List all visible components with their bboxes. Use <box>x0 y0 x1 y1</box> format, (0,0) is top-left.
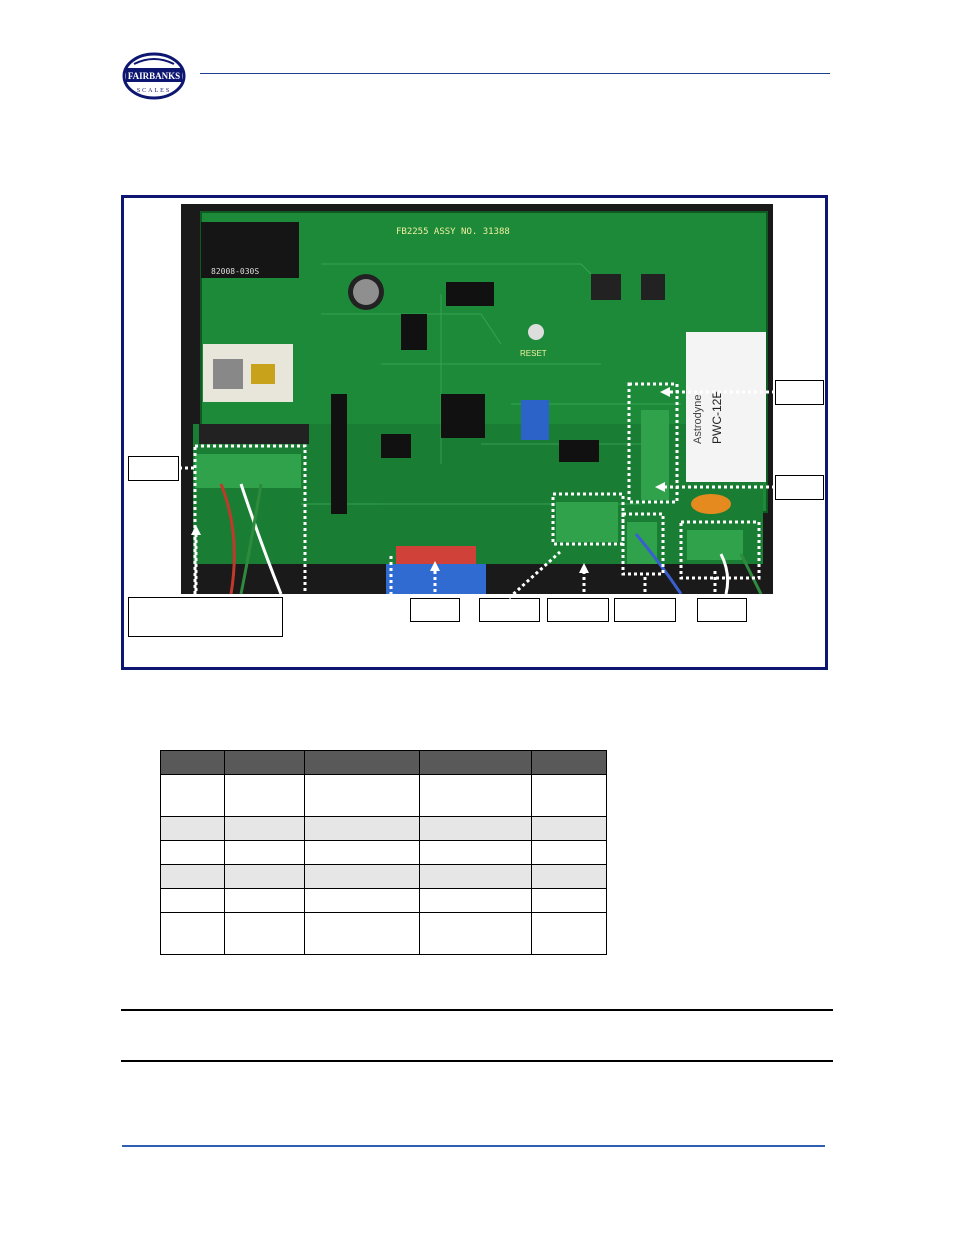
board-psu-brand: Astrodyne <box>692 394 704 444</box>
table-cell <box>160 816 225 841</box>
table-row <box>160 840 607 865</box>
table-cell <box>531 888 607 913</box>
table-cell <box>531 774 607 817</box>
board-reset-label: RESET <box>520 349 547 358</box>
table-cell <box>304 816 420 841</box>
callout-right-lower <box>775 475 824 500</box>
svg-text:82008-030S: 82008-030S <box>211 267 259 276</box>
spec-table <box>160 750 607 955</box>
table-cell <box>419 888 532 913</box>
callout-blue-connector <box>410 598 460 622</box>
board-psu-model: PWC-12E <box>710 391 724 444</box>
logo-sub-text: SCALES <box>137 88 171 94</box>
table-cell <box>304 840 420 865</box>
callout-right-upper <box>775 380 824 405</box>
table-cell <box>531 840 607 865</box>
logo-brand-text: FAIRBANKS <box>128 71 180 81</box>
board-assembly-label: FB2255 ASSY NO. 31388 <box>396 227 510 237</box>
table-cell <box>224 774 305 817</box>
table-cell <box>160 864 225 889</box>
table-cell <box>531 816 607 841</box>
table-cell <box>224 888 305 913</box>
note-rule-bottom <box>121 1060 833 1062</box>
table-cell <box>419 816 532 841</box>
table-header-row <box>160 750 607 775</box>
table-row <box>160 864 607 889</box>
table-header-cell <box>160 750 225 775</box>
fairbanks-logo-icon: FAIRBANKS SCALES <box>122 52 186 100</box>
table-row <box>160 816 607 841</box>
table-cell <box>531 864 607 889</box>
table-cell <box>304 774 420 817</box>
footer-rule <box>122 1145 825 1147</box>
callout-terminal-a <box>547 598 609 622</box>
table-header-cell <box>419 750 532 775</box>
table-cell <box>224 816 305 841</box>
table-cell <box>224 912 305 955</box>
table-cell <box>304 864 420 889</box>
table-cell <box>419 840 532 865</box>
callout-bottom-left <box>128 597 283 637</box>
table-header-cell <box>304 750 420 775</box>
note-rule-top <box>121 1009 833 1011</box>
callout-power-terminal <box>697 598 747 622</box>
table-row <box>160 888 607 913</box>
table-cell <box>224 864 305 889</box>
pcb-photo: 82008-030S RESET FB2255 ASSY NO. 31388 A… <box>181 204 773 594</box>
table-cell <box>224 840 305 865</box>
table-cell <box>419 912 532 955</box>
table-cell <box>160 888 225 913</box>
table-header-cell <box>224 750 305 775</box>
table-cell <box>160 840 225 865</box>
callout-left-terminal <box>128 456 179 481</box>
table-cell <box>304 888 420 913</box>
table-cell <box>304 912 420 955</box>
table-row <box>160 774 607 817</box>
table-header-cell <box>531 750 607 775</box>
callout-leaders <box>191 387 670 573</box>
callout-terminal-b <box>614 598 676 622</box>
header-rule <box>200 73 830 74</box>
table-cell <box>160 774 225 817</box>
table-row <box>160 912 607 955</box>
table-cell <box>160 912 225 955</box>
table-cell <box>419 864 532 889</box>
table-cell <box>531 912 607 955</box>
table-cell <box>419 774 532 817</box>
